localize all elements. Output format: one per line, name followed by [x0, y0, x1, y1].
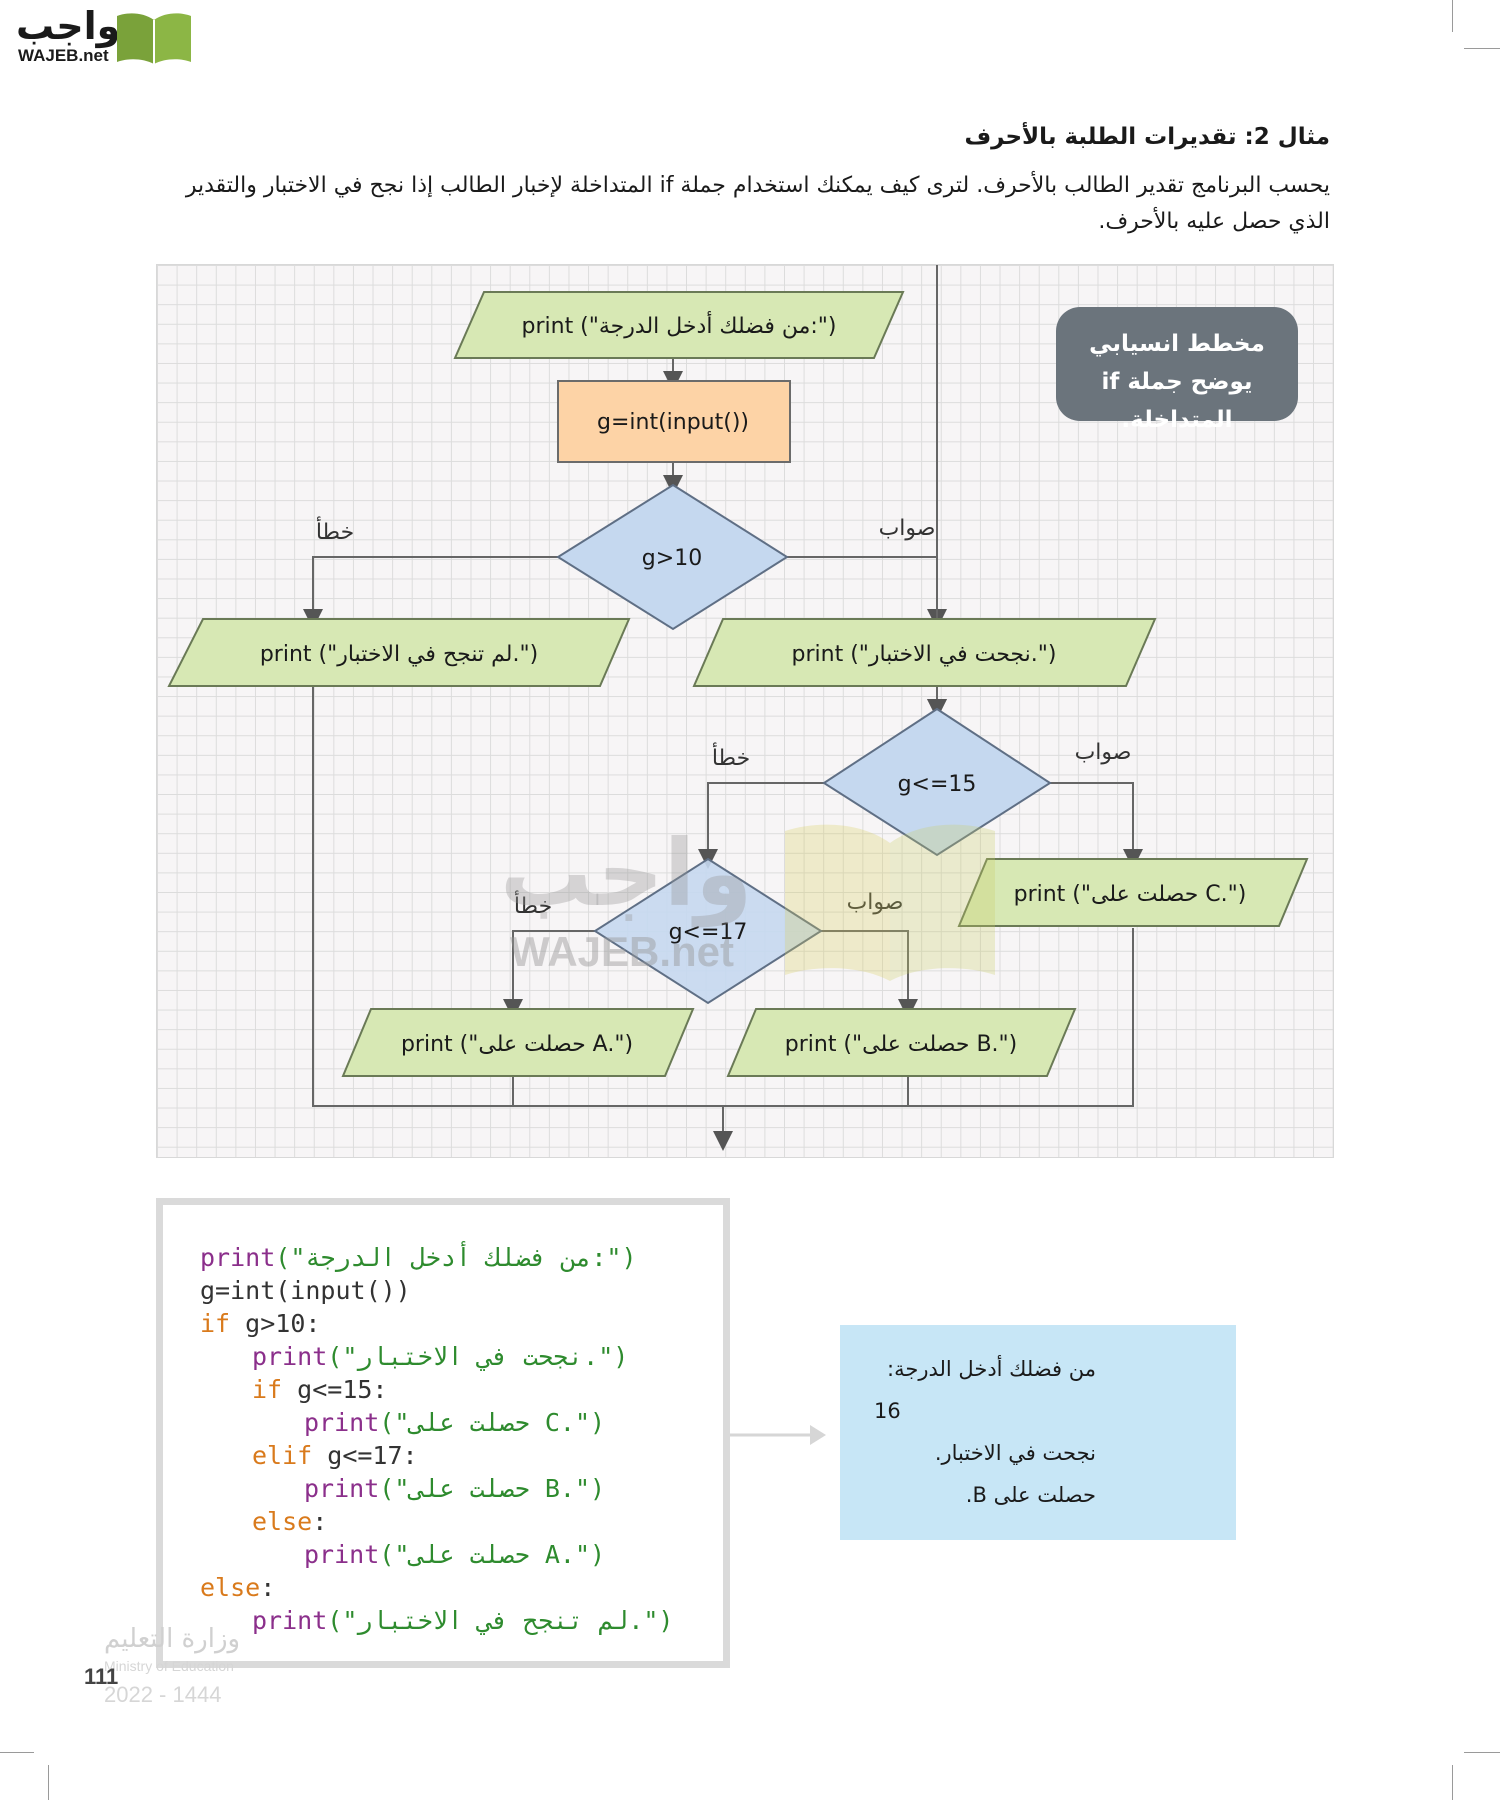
code-line: print("حصلت على A.")	[304, 1540, 605, 1569]
code-text: g<=15:	[282, 1375, 388, 1404]
grade-c-shape: print ("حصلت على C.")	[957, 858, 1309, 927]
false-label: خطأ	[316, 516, 354, 545]
code-text: :	[312, 1507, 328, 1536]
code-text: g<=17:	[312, 1441, 418, 1470]
code-line: print("حصلت على B.")	[304, 1474, 605, 1503]
code-string: ("نجحت في الاختبار.")	[327, 1342, 629, 1371]
decision-1-text: g>10	[642, 546, 702, 571]
ministry-logo-text: وزارة التعليم	[104, 1624, 241, 1654]
watermark-arabic: واجب	[500, 820, 753, 927]
grade-c-text: print ("حصلت على C.")	[1014, 882, 1247, 907]
code-keyword: elif	[252, 1441, 313, 1470]
crop-mark	[1464, 1752, 1500, 1753]
example-heading: مثال 2: تقديرات الطلبة بالأحرف	[964, 124, 1330, 150]
code-keyword: else	[252, 1507, 313, 1536]
code-line: print("من فضلك أدخل الدرجة:")	[200, 1243, 637, 1272]
code-keyword: print	[304, 1474, 380, 1503]
watermark-book-icon	[785, 824, 995, 981]
pass-message-text: print ("نجحت في الاختبار.")	[792, 642, 1057, 667]
false-label: خطأ	[712, 742, 750, 771]
process-text: g=int(input())	[597, 410, 749, 435]
code-keyword: if	[200, 1309, 231, 1338]
grade-a-shape: print ("حصلت على A.")	[341, 1008, 695, 1077]
decision-g-gt-10: g>10	[556, 483, 789, 631]
code-string: ("حصلت على A.")	[379, 1540, 606, 1569]
code-line: if g<=15:	[252, 1375, 387, 1404]
output-line: 16	[874, 1399, 901, 1423]
ministry-year: 2022 - 1444	[104, 1682, 222, 1707]
code-line: print("لم تنجح في الاختبار.")	[252, 1606, 673, 1635]
true-label: صواب	[847, 890, 904, 915]
pass-message-shape: print ("نجحت في الاختبار.")	[692, 618, 1157, 687]
code-string: ("من فضلك أدخل الدرجة:")	[275, 1243, 637, 1272]
logo-arabic-text: واجب	[16, 4, 121, 48]
code-keyword: print	[252, 1342, 328, 1371]
flowchart-figure: print ("من فضلك أدخل الدرجة:") g=int(inp…	[156, 264, 1334, 1158]
crop-mark	[48, 1765, 49, 1800]
logo-english-text: WAJEB.net	[18, 46, 109, 65]
code-line: g=int(input())	[200, 1276, 411, 1305]
code-text: :	[260, 1573, 276, 1602]
false-label: خطأ	[514, 890, 552, 919]
grade-b-shape: print ("حصلت على B.")	[726, 1008, 1077, 1077]
crop-mark	[1464, 48, 1500, 49]
code-keyword: print	[304, 1408, 380, 1437]
grade-b-text: print ("حصلت على B.")	[785, 1032, 1017, 1057]
code-listing: print("من فضلك أدخل الدرجة:") g=int(inpu…	[156, 1198, 730, 1668]
code-line: else:	[200, 1573, 275, 1602]
program-output: من فضلك أدخل الدرجة: 16 نجحت في الاختبار…	[840, 1325, 1236, 1540]
input-prompt-text: print ("من فضلك أدخل الدرجة:")	[522, 311, 837, 339]
output-line: حصلت على B.	[965, 1483, 1096, 1507]
code-keyword: print	[304, 1540, 380, 1569]
fail-message-text: print ("لم تنجح في الاختبار.")	[260, 642, 538, 667]
true-label: صواب	[1075, 740, 1132, 765]
code-keyword: print	[200, 1243, 276, 1272]
output-line: نجحت في الاختبار.	[934, 1441, 1096, 1465]
code-text: g>10:	[230, 1309, 321, 1338]
grade-a-text: print ("حصلت على A.")	[401, 1032, 633, 1057]
fail-message-shape: print ("لم تنجح في الاختبار.")	[167, 618, 631, 687]
watermark-english: WAJEB.net	[510, 928, 735, 975]
code-line: else:	[252, 1507, 327, 1536]
code-line: print("حصلت على C.")	[304, 1408, 605, 1437]
site-logo[interactable]: واجب WAJEB.net	[8, 4, 193, 66]
arrow-right-icon	[730, 1425, 826, 1445]
code-string: ("لم تنجح في الاختبار.")	[327, 1606, 674, 1635]
code-line: print("نجحت في الاختبار.")	[252, 1342, 628, 1371]
flowchart-diagram: print ("من فضلك أدخل الدرجة:") g=int(inp…	[167, 265, 1309, 1151]
code-line: if g>10:	[200, 1309, 320, 1338]
crop-mark	[1452, 1765, 1453, 1800]
example-description: يحسب البرنامج تقدير الطالب بالأحرف. لترى…	[185, 173, 1330, 234]
code-keyword: else	[200, 1573, 261, 1602]
code-keyword: if	[252, 1375, 283, 1404]
crop-mark	[0, 1752, 34, 1753]
input-prompt-shape: print ("من فضلك أدخل الدرجة:")	[453, 291, 905, 359]
book-icon	[117, 13, 191, 65]
code-string: ("حصلت على B.")	[379, 1474, 606, 1503]
true-label: صواب	[879, 516, 936, 541]
decision-2-text: g<=15	[898, 772, 977, 797]
code-keyword: print	[252, 1606, 328, 1635]
process-box: g=int(input())	[557, 380, 791, 463]
output-line: من فضلك أدخل الدرجة:	[887, 1357, 1096, 1381]
ministry-english-text: Ministry of Education	[104, 1658, 234, 1674]
code-line: elif g<=17:	[252, 1441, 418, 1470]
page-number: 111	[84, 1664, 119, 1689]
decision-3-text: g<=17	[669, 920, 748, 945]
decision-g-le-17: g<=17	[593, 857, 823, 1005]
decision-g-le-15: g<=15	[822, 707, 1052, 857]
crop-mark	[1452, 0, 1453, 32]
flowchart-callout: مخطط انسيابي يوضح جملة if المتداخلة.	[1056, 307, 1298, 433]
code-string: ("حصلت على C.")	[379, 1408, 606, 1437]
